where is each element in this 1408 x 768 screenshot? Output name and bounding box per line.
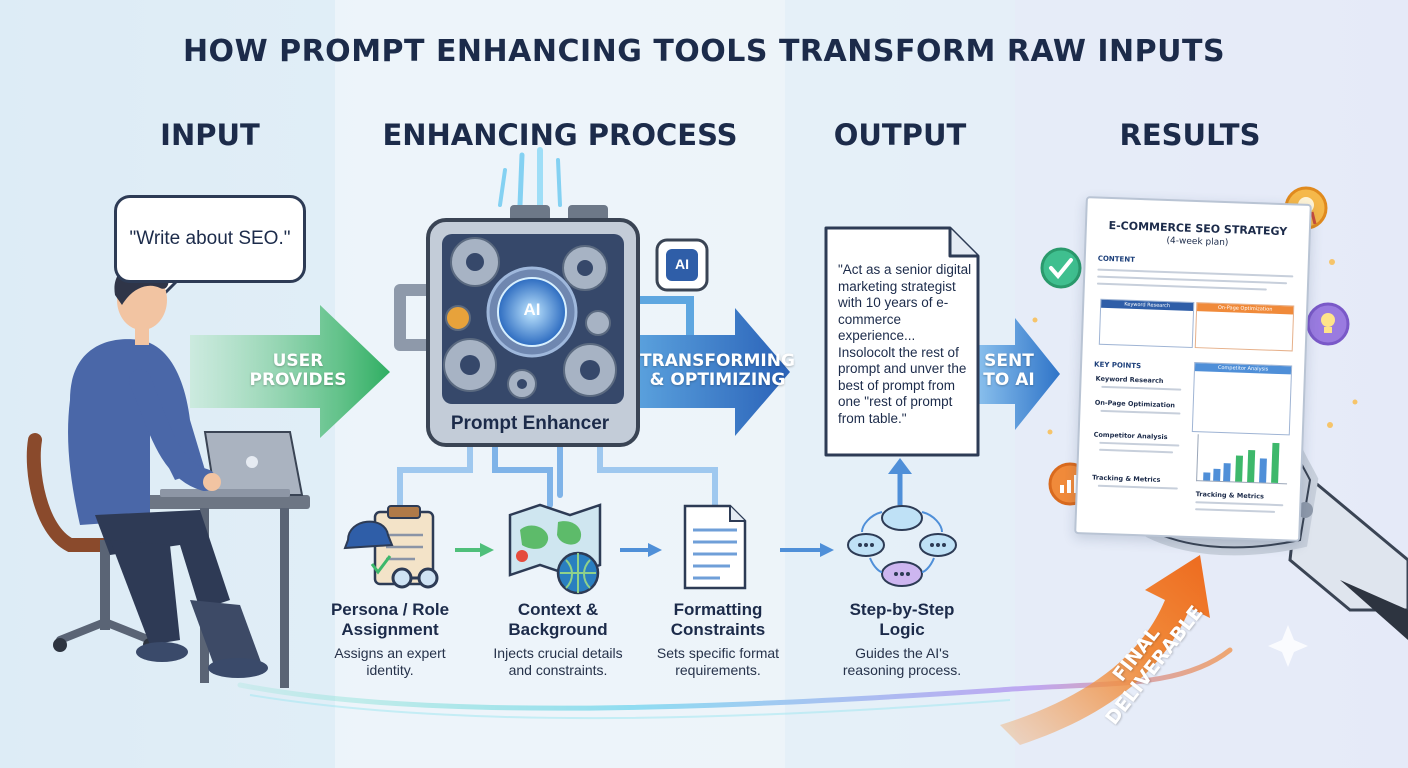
report-section-key-points: KEY POINTS <box>1093 360 1142 371</box>
report-mini-chart <box>1196 434 1289 485</box>
report-table-keyword: Keyword Research <box>1098 298 1195 348</box>
checkmark-badge-icon <box>1040 247 1082 289</box>
ai-brain-chip-label: AI <box>523 300 541 319</box>
report-bar <box>1213 468 1221 482</box>
step-persona-title: Persona / Role Assignment <box>310 600 470 640</box>
step-logic-title-line2: Logic <box>879 620 925 639</box>
report-text-line <box>1195 501 1284 507</box>
report-bar <box>1247 449 1256 483</box>
report-text-line <box>1096 282 1267 291</box>
step-context-title-line1: Context & <box>517 600 599 619</box>
report-table-onpage: On-Page Optimization <box>1194 302 1295 352</box>
transforming-line1: TRANSFORMING <box>640 351 795 371</box>
user-provides-line2: PROVIDES <box>249 369 347 390</box>
report-text-line <box>1100 409 1181 415</box>
column-header-process: ENHANCING PROCESS <box>382 118 738 152</box>
page-title: HOW PROMPT ENHANCING TOOLS TRANSFORM RAW… <box>182 34 1226 69</box>
report-text-line <box>1099 441 1180 447</box>
document-icon <box>683 504 747 590</box>
column-header-output: OUTPUT <box>833 118 967 152</box>
report-bar <box>1271 442 1280 484</box>
step-logic-desc: Guides the AI's reasoning process. <box>817 645 987 679</box>
step-formatting-title-line2: Constraints <box>670 620 766 639</box>
report-table-head-competitor: Competitor Analysis <box>1194 363 1292 375</box>
step-persona-title-line2: Assignment <box>341 620 439 639</box>
user-input-bubble: "Write about SEO." <box>114 195 306 283</box>
report-item-tracking: Tracking & Metrics <box>1092 473 1161 484</box>
step-persona-desc: Assigns an expert identity. <box>305 645 475 679</box>
report-table-head-onpage: On-Page Optimization <box>1197 303 1294 315</box>
step-logic-desc-line1: Guides the AI's <box>855 645 949 661</box>
side-ai-chip-label: AI <box>675 256 689 272</box>
prompt-enhancer-label: Prompt Enhancer <box>450 413 610 434</box>
step-context-title-line2: Background <box>508 620 608 639</box>
lightbulb-badge-icon <box>1306 302 1350 346</box>
sent-to-ai-label: SENT TO AI <box>974 352 1044 389</box>
report-table-competitor: Competitor Analysis <box>1191 362 1293 436</box>
transforming-label: TRANSFORMING & OPTIMIZING <box>640 352 795 389</box>
sent-to-ai-line2: TO AI <box>983 369 1035 390</box>
step-formatting-desc: Sets specific format requirements. <box>633 645 803 679</box>
user-provides-line1: USER <box>272 351 324 371</box>
step-context-desc: Injects crucial details and constraints. <box>473 645 643 679</box>
step-persona-desc-line1: Assigns an expert <box>334 645 446 661</box>
step-logic-title: Step-by-Step Logic <box>822 600 982 640</box>
report-item-competitor: Competitor Analysis <box>1093 430 1168 442</box>
report-text-line <box>1097 484 1178 490</box>
step-persona-desc-line2: identity. <box>366 662 414 678</box>
seo-strategy-report: E-COMMERCE SEO STRATEGY (4-week plan) CO… <box>1074 196 1312 542</box>
report-section-content: CONTENT <box>1097 254 1136 264</box>
report-bar <box>1235 455 1244 482</box>
transforming-line2: & OPTIMIZING <box>649 369 786 390</box>
step-logic-title-line1: Step-by-Step <box>849 600 955 619</box>
step-formatting-desc-line1: Sets specific format <box>656 645 780 661</box>
step-context-title: Context & Background <box>478 600 638 640</box>
report-bar <box>1203 472 1211 481</box>
report-text-line <box>1099 448 1174 454</box>
thought-network-icon <box>847 505 957 587</box>
step-context-desc-line1: Injects crucial details <box>493 645 623 661</box>
report-item-keyword: Keyword Research <box>1095 374 1164 385</box>
step-logic-desc-line2: reasoning process. <box>842 662 962 678</box>
report-item-tracking-side: Tracking & Metrics <box>1195 490 1265 501</box>
sent-to-ai-line1: SENT <box>984 351 1034 371</box>
report-item-onpage: On-Page Optimization <box>1094 398 1176 410</box>
user-provides-label: USER PROVIDES <box>248 352 348 389</box>
map-globe-icon <box>508 503 602 595</box>
column-header-results: RESULTS <box>1119 118 1261 152</box>
column-header-input: INPUT <box>160 118 260 152</box>
step-formatting-title: Formatting Constraints <box>638 600 798 640</box>
step-formatting-title-line1: Formatting <box>673 600 763 619</box>
report-text-line <box>1101 385 1182 391</box>
enhanced-prompt-text: "Act as a senior digital marketing strat… <box>838 262 972 426</box>
persona-icon <box>343 505 439 589</box>
step-persona-title-line1: Persona / Role <box>330 600 450 619</box>
report-bar <box>1259 458 1267 483</box>
report-table-head-keyword: Keyword Research <box>1101 299 1194 311</box>
report-bar <box>1223 463 1231 482</box>
report-text-line <box>1195 508 1276 513</box>
step-formatting-desc-line2: requirements. <box>675 662 761 678</box>
step-context-desc-line2: and constraints. <box>508 662 608 678</box>
